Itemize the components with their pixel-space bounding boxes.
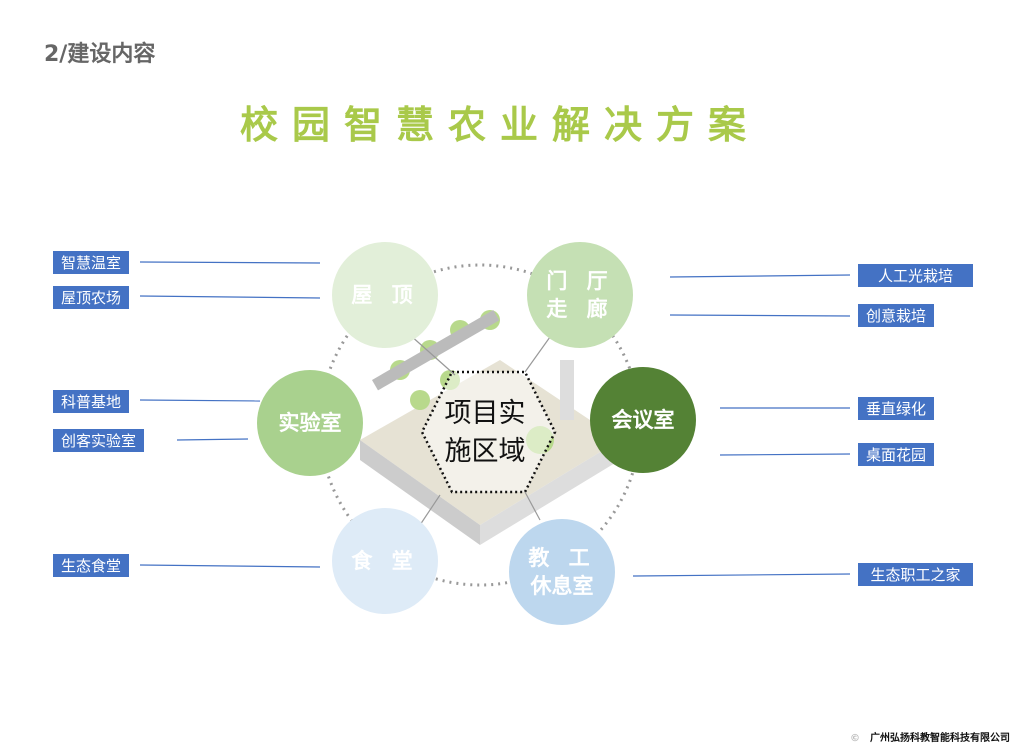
copyright-icon: © — [850, 733, 860, 744]
tag-science-base: 科普基地 — [52, 389, 131, 414]
staff-line2: 休息室 — [530, 574, 594, 598]
tag-maker-lab: 创客实验室 — [52, 428, 146, 453]
page-title: 校园智慧农业解决方案 — [239, 103, 760, 147]
tag-eco-canteen: 生态食堂 — [52, 553, 131, 578]
staff-line1: 教 工 — [528, 546, 596, 570]
lobby-line2: 走 廊 — [546, 297, 614, 321]
area-lobby[interactable]: 门 厅走 廊 — [527, 242, 633, 348]
center-line2: 施区域 — [444, 436, 526, 467]
tag-artificial-light: 人工光栽培 — [857, 263, 974, 288]
tag-vertical-greening: 垂直绿化 — [857, 396, 936, 421]
tag-eco-staff-home: 生态职工之家 — [857, 562, 974, 587]
tag-desktop-garden: 桌面花园 — [857, 442, 936, 467]
lobby-line1: 门 厅 — [546, 269, 614, 293]
area-meeting[interactable]: 会议室 — [590, 367, 696, 473]
area-canteen[interactable]: 食 堂 — [332, 508, 438, 614]
tag-creative-cultivation: 创意栽培 — [857, 303, 936, 328]
footer: © 广州弘扬科教智能科技有限公司 — [850, 729, 1010, 744]
area-staff-lounge[interactable]: 教 工休息室 — [509, 519, 615, 625]
center-hexagon — [420, 370, 557, 494]
section-heading: 2/建设内容 — [44, 42, 156, 67]
company-name: 广州弘扬科教智能科技有限公司 — [870, 733, 1010, 744]
area-lab[interactable]: 实验室 — [257, 370, 363, 476]
tag-roof-farm: 屋顶农场 — [52, 285, 131, 310]
center-label: 项目实施区域 — [420, 395, 550, 471]
center-line1: 项目实 — [444, 398, 526, 429]
area-roof[interactable]: 屋 顶 — [332, 242, 438, 348]
tag-smart-greenhouse: 智慧温室 — [52, 250, 131, 275]
